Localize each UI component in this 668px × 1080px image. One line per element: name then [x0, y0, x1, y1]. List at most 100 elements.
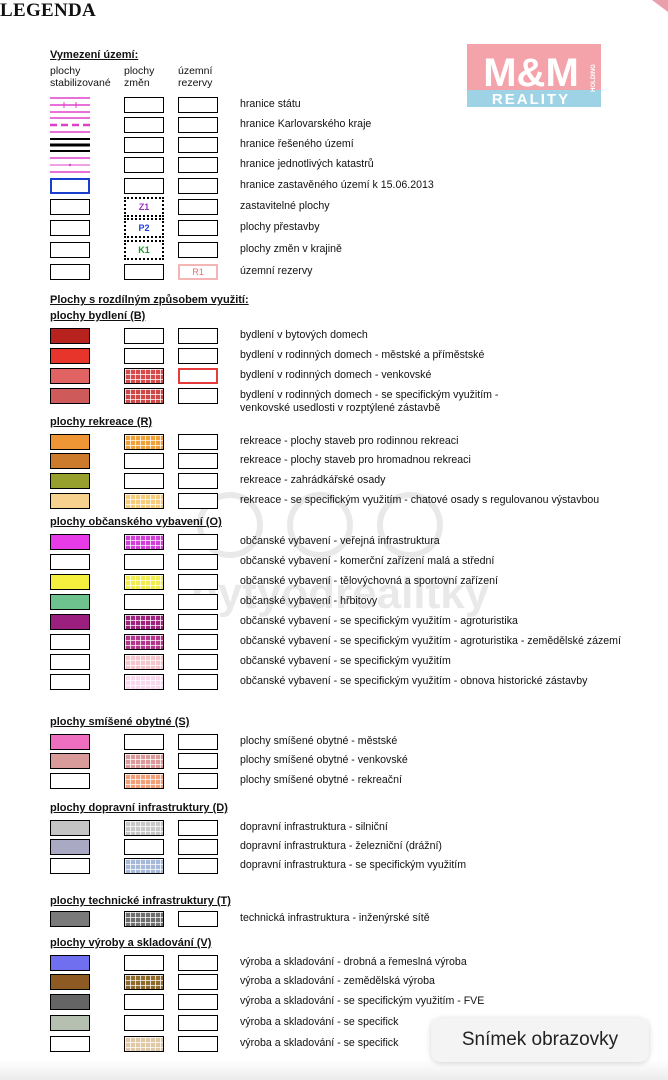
legend-swatch-reserves [178, 117, 218, 133]
legend-swatch-reserves [178, 911, 218, 927]
legend-swatch-reserves [178, 137, 218, 153]
legend-swatch-stabilized [50, 137, 90, 153]
legend-swatch-changes [124, 473, 164, 489]
legend-swatch-stabilized [50, 1036, 90, 1052]
legend-label: výroba a skladování - se specifickým vyu… [240, 995, 485, 1007]
legend-label: plochy změn v krajině [240, 243, 342, 255]
legend-swatch-reserves [178, 157, 218, 173]
legend-swatch-stabilized [50, 348, 90, 364]
legend-swatch-stabilized [50, 674, 90, 690]
legend-label: výroba a skladování - zemědělská výroba [240, 975, 435, 987]
legend-label: bydlení v rodinných domech - se specific… [240, 389, 499, 401]
legend-swatch-reserves [178, 955, 218, 971]
legend-label: výroba a skladování - se specifick [240, 1016, 399, 1028]
legend-swatch-reserves [178, 328, 218, 344]
legend-swatch-reserves [178, 614, 218, 630]
legend-label: občanské vybavení - se specifickým využi… [240, 655, 451, 667]
legend-label: rekreace - plochy staveb pro hromadnou r… [240, 454, 471, 466]
legend-swatch-changes [124, 858, 164, 874]
legend-swatch-stabilized [50, 594, 90, 610]
legend-swatch-reserves [178, 574, 218, 590]
legend-label: rekreace - zahrádkářské osady [240, 474, 386, 486]
legend-swatch-changes [124, 157, 164, 173]
group-heading-technicka: plochy technické infrastruktury (T) [50, 895, 231, 907]
legend-swatch-changes [124, 97, 164, 113]
legend-swatch-reserves [178, 534, 218, 550]
legend-swatch-stabilized [50, 388, 90, 404]
legend-swatch-reserves [178, 220, 218, 236]
legend-label: rekreace - plochy staveb pro rodinnou re… [240, 435, 459, 447]
legend-swatch-stabilized [50, 493, 90, 509]
legend-swatch-stabilized [50, 117, 90, 133]
column-head-stabilized: plochy stabilizované [50, 65, 111, 89]
legend-swatch-reserves [178, 594, 218, 610]
legend-swatch-changes [124, 348, 164, 364]
screenshot-toast[interactable]: Snímek obrazovky [431, 1018, 649, 1062]
legend-label: výroba a skladování - se specifick [240, 1037, 399, 1049]
legend-swatch-changes [124, 753, 164, 769]
legend-swatch-changes [124, 534, 164, 550]
legend-label: bydlení v rodinných domech - venkovské [240, 369, 432, 381]
legend-code-label: R1 [192, 267, 204, 277]
legend-code-label: Z1 [138, 202, 150, 212]
legend-label: bydlení v bytových domech [240, 329, 368, 341]
legend-label: dopravní infrastruktura - silniční [240, 821, 388, 833]
legend-swatch-stabilized [50, 453, 90, 469]
legend-label: technická infrastruktura - inženýrské sí… [240, 912, 430, 924]
legend-swatch-changes [124, 654, 164, 670]
column-head-changes: plochy změn [124, 65, 155, 89]
legend-swatch-stabilized [50, 473, 90, 489]
legend-swatch-stabilized [50, 955, 90, 971]
legend-label: hranice státu [240, 98, 301, 110]
legend-swatch-stabilized [50, 97, 90, 113]
legend-swatch-changes [124, 839, 164, 855]
legend-swatch-changes [124, 137, 164, 153]
legend-swatch-stabilized [50, 734, 90, 750]
group-heading-obcanske: plochy občanského vybavení (O) [50, 516, 222, 528]
legend-swatch-stabilized [50, 614, 90, 630]
logo-subtitle: REALITY [492, 91, 570, 107]
legend-swatch-stabilized [50, 634, 90, 650]
legend-swatch-reserves [178, 368, 218, 384]
legend-label: hranice jednotlivých katastrů [240, 158, 374, 170]
legend-label: hranice řešeného území [240, 138, 354, 150]
section-plochy-heading: Plochy s rozdílným způsobem využití: [50, 294, 249, 306]
legend-label: rekreace - se specifickým využitím - cha… [240, 494, 600, 506]
legend-swatch-changes [124, 1036, 164, 1052]
legend-swatch-stabilized [50, 220, 90, 236]
legend-swatch-changes: P2 [124, 218, 164, 238]
legend-swatch-reserves [178, 858, 218, 874]
legend-label: bydlení v rodinných domech - městské a p… [240, 349, 485, 361]
legend-swatch-reserves: R1 [178, 264, 218, 280]
legend-swatch-stabilized [50, 773, 90, 789]
legend-swatch-stabilized [50, 264, 90, 280]
legend-swatch-reserves [178, 994, 218, 1010]
legend-label: plochy přestavby [240, 221, 320, 233]
legend-swatch-changes [124, 264, 164, 280]
legend-label: občanské vybavení - se specifickým využi… [240, 675, 588, 687]
legend-label: hranice Karlovarského kraje [240, 118, 372, 130]
legend-swatch-changes [124, 955, 164, 971]
legend-code-label: P2 [138, 223, 150, 233]
legend-swatch-reserves [178, 453, 218, 469]
legend-swatch-reserves [178, 493, 218, 509]
legend-swatch-changes [124, 554, 164, 570]
legend-swatch-reserves [178, 348, 218, 364]
legend-swatch-stabilized [50, 434, 90, 450]
legend-swatch-reserves [178, 753, 218, 769]
legend-swatch-stabilized [50, 199, 90, 215]
legend-swatch-stabilized [50, 242, 90, 258]
legend-swatch-changes [124, 614, 164, 630]
legend-swatch-changes [124, 434, 164, 450]
legend-code-label: K1 [138, 245, 150, 255]
legend-swatch-stabilized [50, 328, 90, 344]
legend-label: hranice zastavěného území k 15.06.2013 [240, 179, 434, 191]
legend-swatch-changes [124, 178, 164, 194]
legend-label: občanské vybavení - hřbitovy [240, 595, 378, 607]
legend-label: dopravní infrastruktura - železniční (dr… [240, 840, 442, 852]
legend-swatch-stabilized [50, 654, 90, 670]
legend-swatch-stabilized [50, 554, 90, 570]
legend-label: plochy smíšené obytné - venkovské [240, 754, 408, 766]
legend-swatch-changes [124, 594, 164, 610]
mm-reality-logo: M&M REALITY HOLDING [467, 44, 601, 107]
